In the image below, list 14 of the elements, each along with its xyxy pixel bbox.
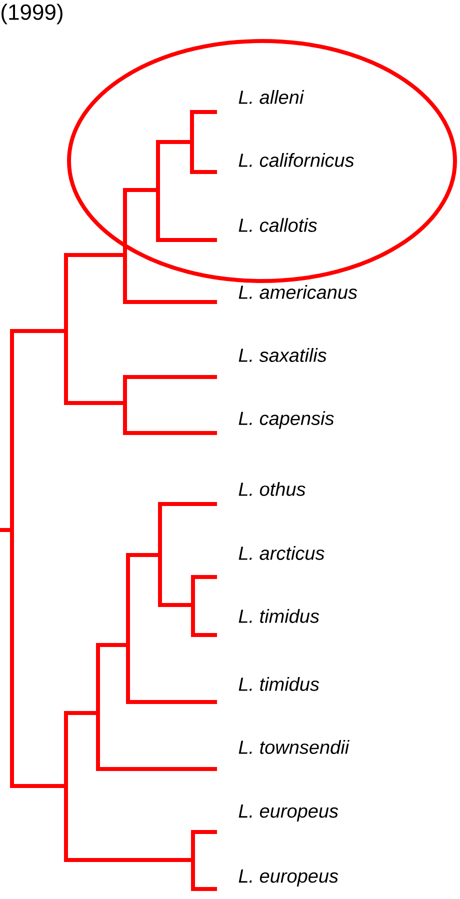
species-label: L. townsendii — [238, 740, 350, 754]
species-label: L. europeus — [238, 870, 338, 886]
species-label: L. timidus — [238, 609, 320, 623]
species-label: L. timidus — [238, 677, 320, 691]
species-label: L. europeus — [238, 804, 338, 822]
species-label: L. saxatilis — [238, 348, 326, 362]
species-label: L. californicus — [238, 153, 354, 167]
year-label: (1999) — [2, 4, 62, 24]
species-label: L. alleni — [238, 90, 304, 104]
species-label: L. othus — [238, 482, 306, 496]
species-label: L. americanus — [238, 285, 358, 299]
species-label: L. callotis — [238, 218, 317, 232]
species-label: L. arcticus — [238, 546, 324, 560]
species-label: L. capensis — [238, 411, 334, 429]
